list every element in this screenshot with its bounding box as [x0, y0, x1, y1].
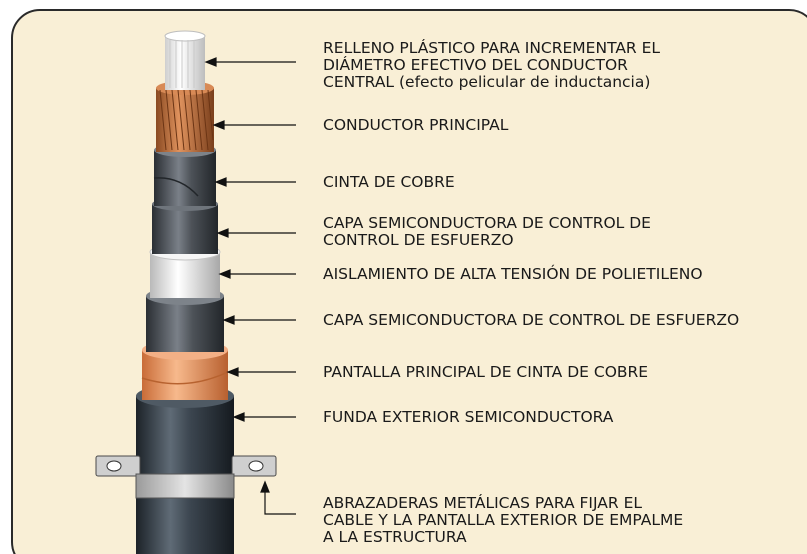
arrow-shield	[226, 367, 296, 377]
main-conductor-layer	[156, 81, 214, 152]
leader-arrows	[204, 57, 296, 515]
label-shield: PANTALLA PRINCIPAL DE CINTA DE COBRE	[323, 363, 649, 381]
copper-tape-layer	[153, 143, 216, 206]
label-copper-tape: CINTA DE COBRE	[323, 173, 455, 191]
plastic-filler-layer	[164, 30, 206, 90]
arrow-clamps	[260, 480, 296, 515]
label-semi-layer-1: CAPA SEMICONDUCTORA DE CONTROL DE CONTRO…	[323, 214, 651, 249]
arrow-copper-tape	[214, 177, 296, 187]
arrow-semi-layer-1	[216, 228, 296, 238]
label-insulation: AISLAMIENTO DE ALTA TENSIÓN DE POLIETILE…	[323, 265, 703, 283]
label-outer-sheath: FUNDA EXTERIOR SEMICONDUCTORA	[323, 408, 614, 426]
label-semi-layer-2: CAPA SEMICONDUCTORA DE CONTROL DE ESFUER…	[323, 311, 740, 329]
label-clamps: ABRAZADERAS METÁLICAS PARA FIJAR EL CABL…	[323, 494, 684, 546]
arrow-semi-layer-2	[222, 315, 296, 325]
metal-clamp	[95, 455, 277, 499]
label-main-conductor: CONDUCTOR PRINCIPAL	[323, 116, 509, 134]
outer-jacket-layer	[136, 384, 234, 554]
arrow-filler	[204, 57, 296, 67]
label-filler: RELLENO PLÁSTICO PARA INCREMENTAR EL DIÁ…	[323, 39, 661, 91]
arrow-insulation	[218, 269, 296, 279]
arrow-outer-sheath	[232, 412, 296, 422]
arrow-main-conductor	[212, 120, 296, 130]
